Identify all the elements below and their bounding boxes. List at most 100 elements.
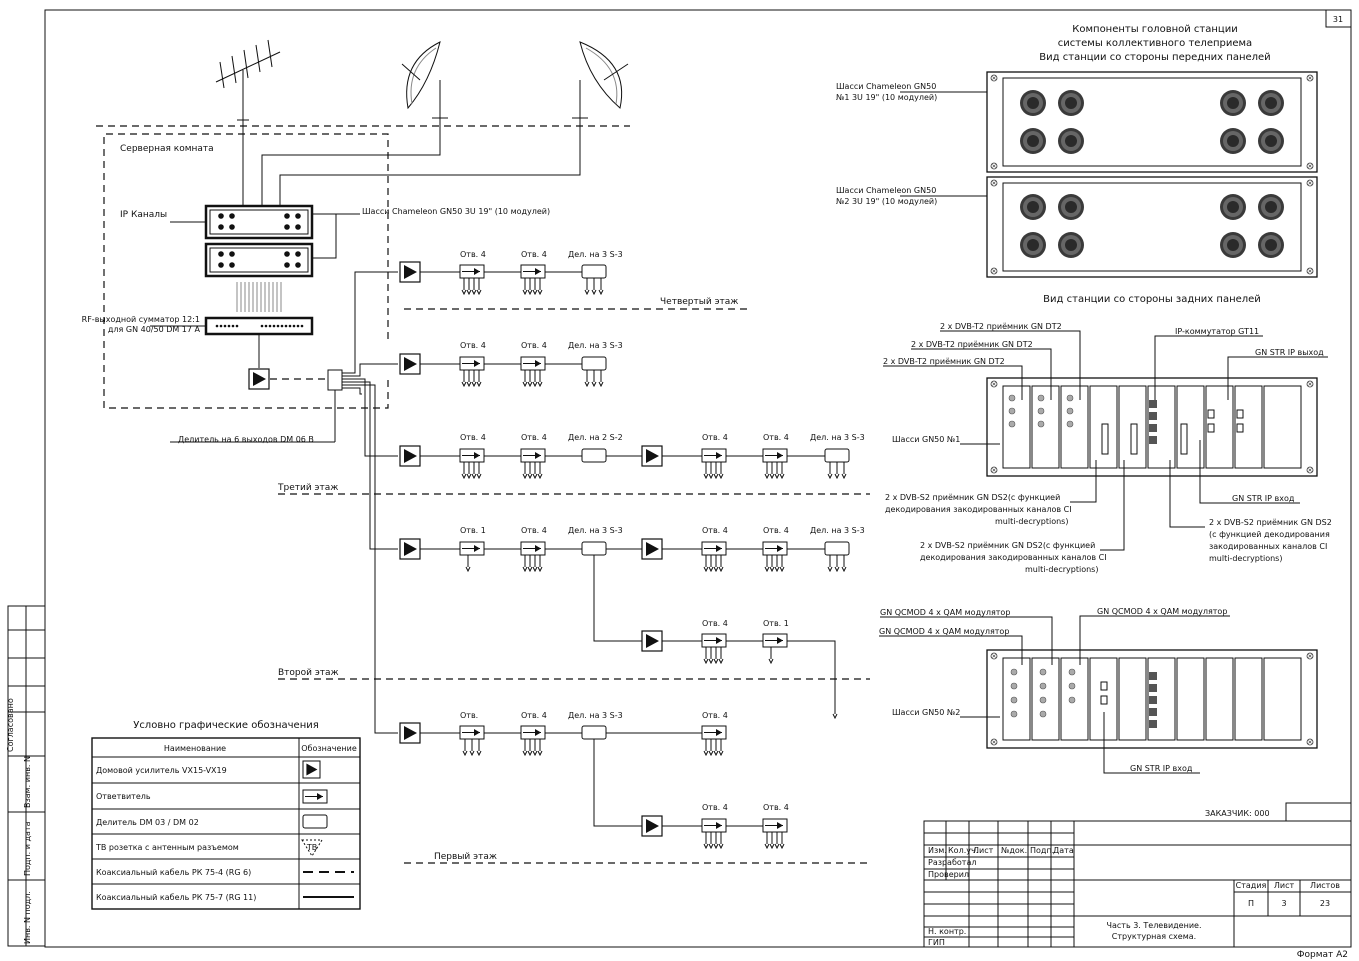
stamp-norm-control: Н. контр. bbox=[928, 927, 966, 936]
rear1-ds2-label-c-1: 2 x DVB-S2 приёмник GN DS2 bbox=[1209, 518, 1332, 527]
front-chassis-1-label: Шасси Chameleon GN50 bbox=[836, 82, 936, 91]
legend-row: Ответвитель bbox=[96, 792, 151, 801]
stamp-stage-head: Стадия bbox=[1236, 881, 1267, 890]
rear-chassis-1-label: Шасси GN50 №1 bbox=[892, 435, 960, 444]
rear-chassis-2-label: Шасси GN50 №2 bbox=[892, 708, 960, 717]
rear-chassis-2 bbox=[986, 649, 1318, 749]
tap-icon bbox=[302, 789, 328, 804]
title-block: Изм. Кол.уч. Лист №док. Подп. Дата Разра… bbox=[923, 820, 1352, 948]
ip-channels-label: IP Каналы bbox=[120, 210, 167, 220]
stamp-gip: ГИП bbox=[928, 938, 945, 947]
legend-row: ТВ розетка с антенным разъемом bbox=[95, 843, 239, 852]
tap-label: Отв. 4 bbox=[460, 341, 486, 350]
rear-view-title: Вид станции со стороны задних панелей bbox=[1043, 294, 1261, 305]
tap-label: Отв. 4 bbox=[702, 803, 728, 812]
stamp-doc-title-1: Часть 3. Телевидение. bbox=[1107, 921, 1202, 930]
rear1-str-in-label: GN STR IP вход bbox=[1232, 494, 1295, 503]
svg-text:ТВ: ТВ bbox=[306, 843, 317, 852]
splitter-dm06 bbox=[327, 369, 343, 391]
rear1-ip-switch-label: IP-коммутатор GT11 bbox=[1175, 327, 1259, 336]
tap-label: Отв. 4 bbox=[702, 711, 728, 720]
riser-row-1: Отв. 4 Отв. 4 Дел. на 3 S-3 bbox=[399, 250, 623, 295]
tap-label: Отв. 4 bbox=[702, 526, 728, 535]
tap-label: Отв. 4 bbox=[521, 433, 547, 442]
tap-label: Отв. 4 bbox=[702, 433, 728, 442]
front-chassis-2 bbox=[986, 176, 1318, 278]
rear2-qam-label-b: GN QCMOD 4 x QAM модулятор bbox=[879, 627, 1009, 636]
server-room-label: Серверная комната bbox=[120, 144, 214, 154]
head-station-title-3: Вид станции со стороны передних панелей bbox=[1039, 52, 1270, 63]
rear1-ds2-label-c-3: закодированных каналов CI bbox=[1209, 542, 1327, 551]
front-chassis-2-label-2: №2 3U 19" (10 модулей) bbox=[836, 197, 937, 206]
rear1-ds2-label-b-3: multi-decryptions) bbox=[1025, 565, 1098, 574]
terrestrial-antenna-icon bbox=[215, 39, 281, 121]
splitter-label: Делитель на 6 выходов DM 06 B bbox=[178, 435, 314, 444]
tap-label: Отв. 4 bbox=[521, 341, 547, 350]
rear1-ds2-label-b-1: 2 x DVB-S2 приёмник GN DS2(с функцией bbox=[920, 541, 1095, 550]
tap-label: Отв. 4 bbox=[702, 619, 728, 628]
tap-label: Отв. 4 bbox=[521, 250, 547, 259]
legend-row: Коаксиальный кабель РК 75-7 (RG 11) bbox=[96, 893, 256, 902]
side-label-replaced: Взам. инв. N bbox=[23, 756, 32, 808]
tap-label: Отв. 4 bbox=[763, 803, 789, 812]
stamp-col-sheet: Лист bbox=[973, 846, 994, 855]
legend-row: Делитель DM 03 / DM 02 bbox=[96, 818, 199, 827]
customer-label: ЗАКАЗЧИК: 000 bbox=[1205, 809, 1270, 818]
tap-label: Отв. 4 bbox=[460, 250, 486, 259]
stamp-stage: П bbox=[1248, 899, 1254, 908]
rear2-qam-label-c: GN QCMOD 4 x QAM модулятор bbox=[1097, 607, 1227, 616]
rear1-ds2-label-a-3: multi-decryptions) bbox=[995, 517, 1068, 526]
tap-label: Отв. 4 bbox=[460, 433, 486, 442]
tap-label: Отв. 4 bbox=[521, 526, 547, 535]
satellite-dish-1-icon bbox=[401, 41, 448, 119]
legend-row: Коаксиальный кабель РК 75-4 (RG 6) bbox=[96, 868, 251, 877]
riser-row-5: Отв. 4 Отв. 1 bbox=[593, 555, 838, 720]
stamp-sheets: 23 bbox=[1320, 899, 1330, 908]
trunk-lines bbox=[342, 271, 398, 734]
side-label-inv: Инв. N подл. bbox=[23, 891, 32, 944]
side-label-sign-date: Подп. и дата bbox=[23, 821, 32, 876]
stamp-col-change: Изм. bbox=[928, 846, 947, 855]
tap-label: Отв. 4 bbox=[763, 526, 789, 535]
rear2-qam-label-a: GN QCMOD 4 x QAM модулятор bbox=[880, 608, 1010, 617]
stamp-sheet-head: Лист bbox=[1274, 881, 1295, 890]
side-label-agreed: Согласовано bbox=[6, 698, 15, 752]
stamp-col-sign: Подп. bbox=[1030, 846, 1054, 855]
server-chassis-2 bbox=[204, 242, 314, 278]
legend-table: Условно графические обозначения Наименов… bbox=[91, 720, 361, 910]
legend-title: Условно графические обозначения bbox=[133, 720, 319, 731]
divider-label: Дел. на 3 S-3 bbox=[810, 526, 865, 535]
rear1-dt2-label-a: 2 x DVB-T2 приёмник GN DT2 bbox=[940, 322, 1062, 331]
divider-label: Дел. на 2 S-2 bbox=[568, 433, 623, 442]
rear1-ds2-label-a-1: 2 x DVB-S2 приёмник GN DS2(с функцией bbox=[885, 493, 1060, 502]
front-chassis-1-label-2: №1 3U 19" (10 модулей) bbox=[836, 93, 937, 102]
divider-label: Дел. на 3 S-3 bbox=[810, 433, 865, 442]
legend-col-name: Наименование bbox=[164, 744, 226, 753]
tap-label: Отв. 1 bbox=[460, 526, 486, 535]
stamp-sheets-head: Листов bbox=[1310, 881, 1340, 890]
stamp-col-date: Дата bbox=[1053, 846, 1074, 855]
floor-1-label: Первый этаж bbox=[434, 852, 497, 862]
page-number: 31 bbox=[1333, 15, 1343, 24]
rear1-ds2-label-a-2: декодирования закодированных каналов CI bbox=[885, 505, 1072, 514]
rear2-str-in-label: GN STR IP вход bbox=[1130, 764, 1193, 773]
stamp-col-doc: №док. bbox=[1001, 846, 1027, 855]
rear1-dt2-label-c: 2 x DVB-T2 приёмник GN DT2 bbox=[883, 357, 1005, 366]
tap-label: Отв. 4 bbox=[763, 433, 789, 442]
head-station-title-2: системы коллективного телеприема bbox=[1058, 38, 1252, 49]
riser-row-3: Отв. 4 Отв. 4 Дел. на 2 S-2 Отв. 4 Отв. … bbox=[399, 433, 865, 479]
stamp-checked: Проверил bbox=[928, 870, 969, 879]
satellite-dish-2-icon bbox=[572, 41, 629, 119]
stamp-developed: Разработал bbox=[928, 858, 976, 867]
rear1-dt2-label-b: 2 x DVB-T2 приёмник GN DT2 bbox=[911, 340, 1033, 349]
riser-row-7: Отв. 4 Отв. 4 bbox=[593, 739, 789, 849]
sheet-frame bbox=[44, 9, 1352, 948]
divider-label: Дел. на 3 S-3 bbox=[568, 250, 623, 259]
legend-row: Домовой усилитель VX15-VX19 bbox=[96, 766, 227, 775]
rear-chassis-1 bbox=[986, 377, 1318, 477]
riser-row-6: Отв. Отв. 4 Дел. на 3 S-3 Отв. 4 bbox=[399, 711, 728, 756]
stamp-col-qty: Кол.уч. bbox=[948, 846, 978, 855]
rear1-ds2-label-c-2: (с функцией декодирования bbox=[1209, 530, 1330, 539]
legend-col-symbol: Обозначение bbox=[301, 744, 357, 753]
